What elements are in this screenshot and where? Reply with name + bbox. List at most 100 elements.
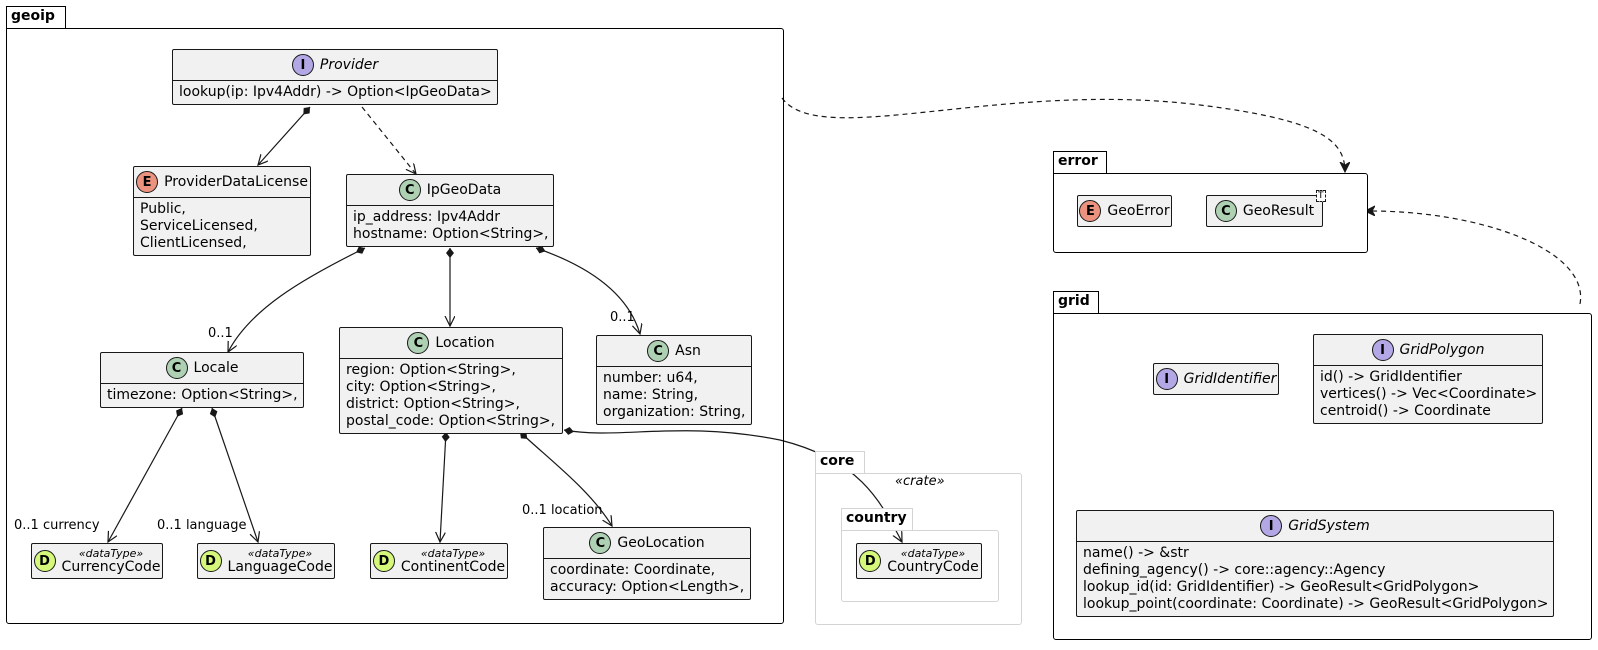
member: postal_code: Option<String>, bbox=[346, 413, 556, 429]
class-icon: C bbox=[647, 340, 670, 362]
member: defining_agency() -> core::agency::Agenc… bbox=[1083, 562, 1386, 578]
member: id() -> GridIdentifier bbox=[1320, 369, 1462, 385]
dependency-grid-error bbox=[1365, 211, 1582, 305]
class-name: Provider bbox=[319, 57, 379, 73]
datatype-icon: D bbox=[199, 550, 222, 573]
member: name: String, bbox=[603, 387, 699, 403]
composition-ipgeodata-asn bbox=[535, 248, 640, 334]
member: hostname: Option<String>, bbox=[353, 226, 549, 242]
class-name: IpGeoData bbox=[426, 182, 502, 198]
composition-locale-language bbox=[212, 407, 258, 542]
class-location[interactable]: C Location region: Option<String>, city: … bbox=[339, 327, 563, 434]
datatype-continent-code[interactable]: D «dataType»ContinentCode bbox=[370, 543, 508, 580]
package-tab-error: error bbox=[1053, 151, 1107, 174]
enum-geo-error[interactable]: E GeoError bbox=[1077, 195, 1172, 227]
stereotype: «dataType» bbox=[900, 547, 966, 560]
package-stereotype: «crate» bbox=[895, 474, 945, 489]
composition-ipgeodata-locale bbox=[228, 248, 366, 352]
datatype-country-code[interactable]: D «dataType»CountryCode bbox=[856, 543, 982, 580]
class-name: CurrencyCode bbox=[61, 558, 161, 575]
multiplicity-language: 0..1 language bbox=[157, 518, 247, 533]
composition-locale-currency bbox=[108, 407, 182, 542]
member: Public, bbox=[140, 201, 186, 217]
class-name: GridPolygon bbox=[1399, 342, 1485, 358]
package-geoip bbox=[6, 28, 784, 624]
member: coordinate: Coordinate, bbox=[550, 562, 716, 578]
composition-provider-license bbox=[258, 106, 311, 165]
enum-icon: E bbox=[1079, 200, 1102, 222]
member: number: u64, bbox=[603, 370, 698, 386]
class-icon: C bbox=[398, 179, 421, 201]
package-tab-grid: grid bbox=[1053, 291, 1099, 314]
interface-icon: I bbox=[291, 54, 314, 76]
package-tab-geoip: geoip bbox=[6, 6, 66, 29]
class-icon: C bbox=[165, 357, 188, 379]
enum-icon: E bbox=[136, 171, 159, 193]
package-country bbox=[841, 530, 999, 602]
class-provider[interactable]: I Provider lookup(ip: Ipv4Addr) -> Option… bbox=[172, 49, 498, 105]
interface-grid-identifier[interactable]: I GridIdentifier bbox=[1153, 363, 1279, 395]
class-name: Asn bbox=[675, 343, 701, 359]
class-geo-result[interactable]: C GeoResult bbox=[1206, 195, 1323, 227]
interface-icon: I bbox=[1155, 368, 1178, 390]
member: organization: String, bbox=[603, 404, 746, 420]
class-name: GridSystem bbox=[1288, 518, 1370, 534]
member: name() -> &str bbox=[1083, 545, 1189, 561]
datatype-icon: D bbox=[859, 550, 882, 573]
stereotype: «dataType» bbox=[247, 547, 313, 560]
class-name: Location bbox=[435, 335, 495, 351]
class-name: CountryCode bbox=[887, 558, 979, 575]
class-name: ContinentCode bbox=[400, 558, 506, 575]
member: vertices() -> Vec<Coordinate> bbox=[1320, 386, 1538, 402]
package-core bbox=[815, 473, 1022, 625]
class-icon: C bbox=[407, 332, 430, 354]
member: accuracy: Option<Length>, bbox=[550, 579, 745, 595]
stereotype: «dataType» bbox=[78, 547, 144, 560]
class-name: LanguageCode bbox=[227, 558, 333, 575]
member: region: Option<String>, bbox=[346, 362, 516, 378]
class-name: GeoResult bbox=[1242, 203, 1315, 219]
datatype-language-code[interactable]: D «dataType»LanguageCode bbox=[197, 543, 335, 580]
datatype-icon: D bbox=[372, 550, 395, 573]
multiplicity-location: 0..1 location bbox=[522, 503, 603, 518]
interface-icon: I bbox=[1260, 515, 1283, 537]
interface-grid-system[interactable]: I GridSystem name() -> &str defining_agen… bbox=[1076, 510, 1554, 617]
multiplicity-asn: 0..1 bbox=[610, 310, 635, 325]
member: ip_address: Ipv4Addr bbox=[353, 209, 501, 225]
dependency-geoip-error bbox=[781, 97, 1345, 172]
composition-location-continent bbox=[440, 431, 446, 542]
enum-provider-data-license[interactable]: E ProviderDataLicense Public, ServiceLice… bbox=[133, 166, 311, 256]
member: timezone: Option<String>, bbox=[107, 387, 298, 403]
member: district: Option<String>, bbox=[346, 396, 520, 412]
class-locale[interactable]: C Locale timezone: Option<String>, bbox=[100, 352, 304, 408]
composition-location-country bbox=[563, 430, 902, 542]
member: centroid() -> Coordinate bbox=[1320, 403, 1491, 419]
class-asn[interactable]: C Asn number: u64, name: String, organiza… bbox=[596, 335, 752, 425]
package-tab-core: core bbox=[815, 451, 865, 474]
datatype-currency-code[interactable]: D «dataType»CurrencyCode bbox=[31, 543, 163, 580]
member: ServiceLicensed, bbox=[140, 218, 258, 234]
class-name: Locale bbox=[193, 360, 239, 376]
member: ClientLicensed, bbox=[140, 235, 247, 251]
class-geo-location[interactable]: C GeoLocation coordinate: Coordinate, acc… bbox=[543, 527, 751, 600]
datatype-icon: D bbox=[33, 550, 56, 573]
class-name: GeoLocation bbox=[617, 535, 705, 551]
interface-grid-polygon[interactable]: I GridPolygon id() -> GridIdentifier vert… bbox=[1313, 334, 1543, 424]
member: lookup_point(coordinate: Coordinate) -> … bbox=[1083, 596, 1549, 612]
class-name: GridIdentifier bbox=[1183, 371, 1277, 387]
class-ip-geo-data[interactable]: C IpGeoData ip_address: Ipv4Addr hostname… bbox=[346, 174, 554, 247]
class-name: GeoError bbox=[1107, 203, 1170, 219]
stereotype: «dataType» bbox=[420, 547, 486, 560]
package-tab-country: country bbox=[841, 508, 913, 531]
multiplicity-locale: 0..1 bbox=[208, 326, 233, 341]
type-parameter: T bbox=[1316, 190, 1326, 202]
class-icon: C bbox=[1214, 200, 1237, 222]
class-icon: C bbox=[589, 532, 612, 554]
multiplicity-currency: 0..1 currency bbox=[14, 518, 100, 533]
member: lookup_id(id: GridIdentifier) -> GeoResu… bbox=[1083, 579, 1480, 595]
member: lookup(ip: Ipv4Addr) -> Option<IpGeoData… bbox=[179, 84, 492, 100]
class-name: ProviderDataLicense bbox=[164, 174, 308, 190]
interface-icon: I bbox=[1371, 339, 1394, 361]
member: city: Option<String>, bbox=[346, 379, 496, 395]
